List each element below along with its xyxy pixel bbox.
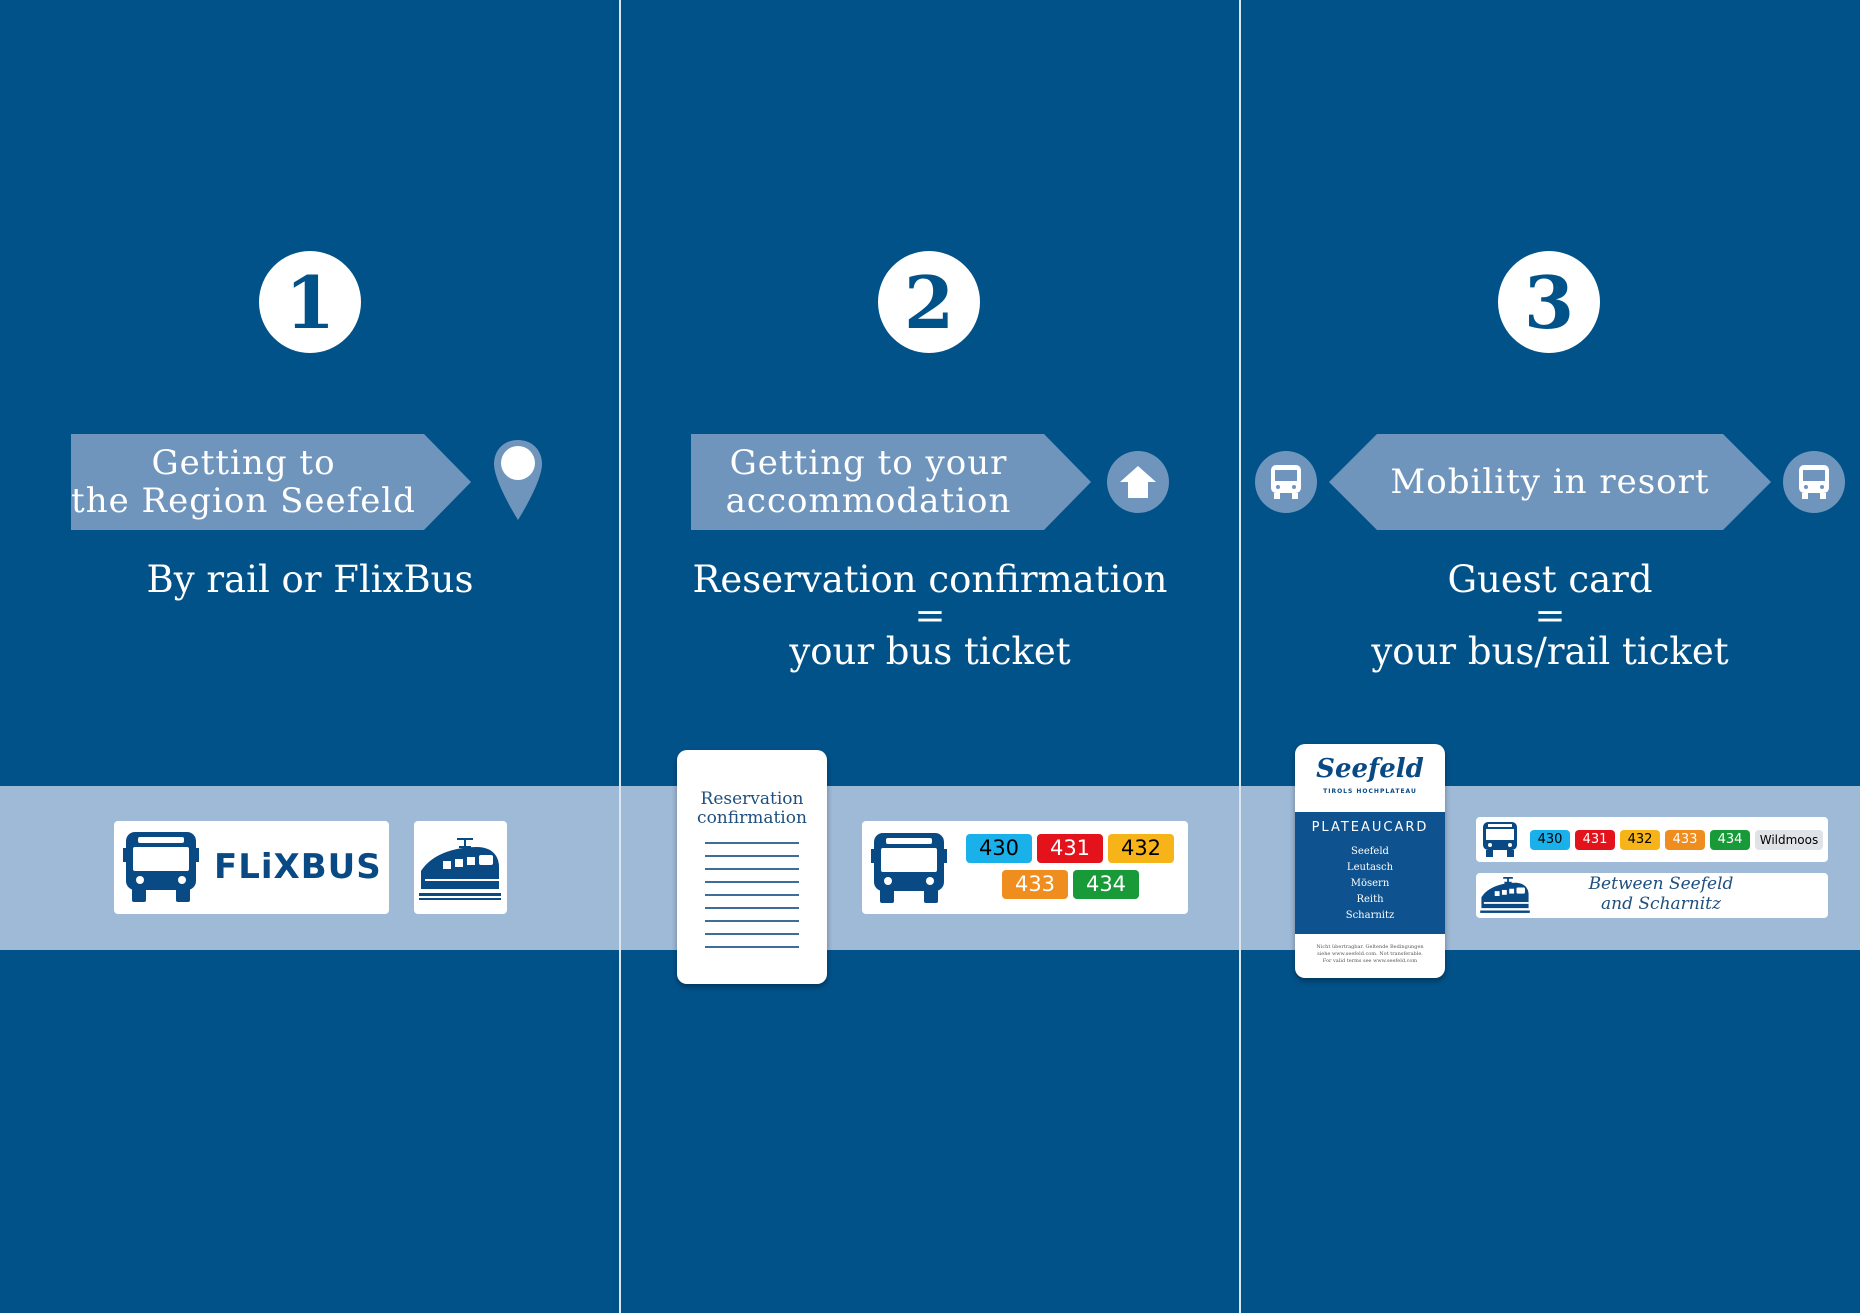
banner-line: Getting to your: [729, 443, 1008, 483]
banner-getting-to-region: Getting to the Region Seefeld: [71, 434, 471, 530]
caption-line: =: [1534, 594, 1566, 637]
route-432: 432: [1108, 834, 1174, 863]
caption-line: =: [914, 594, 946, 637]
column-divider: [1239, 0, 1241, 1315]
document-title: Reservation confirmation: [677, 790, 827, 828]
caption-line: your bus ticket: [789, 630, 1071, 673]
caption-line: your bus/rail ticket: [1371, 630, 1729, 673]
banner-getting-to-accommodation: Getting to your accommodation: [691, 434, 1091, 530]
route-434: 434: [1073, 870, 1139, 899]
banner-line: the Region Seefeld: [71, 481, 416, 521]
card-fine-line: For valid terms see www.seefeld.com: [1322, 958, 1418, 964]
banner-line: Getting to: [151, 443, 336, 483]
document-line: [705, 920, 799, 922]
card-blue-panel: PLATEAUCARD Seefeld Leutasch Mösern Reit…: [1295, 812, 1445, 934]
plateaucard-guest-card: Seefeld TIROLS HOCHPLATEAU PLATEAUCARD S…: [1295, 744, 1445, 978]
train-icon: [1479, 876, 1531, 916]
route-431: 431: [1037, 834, 1103, 863]
step-number-1: 1: [259, 251, 361, 353]
document-line: [705, 868, 799, 870]
card-subtitle: TIROLS HOCHPLATEAU: [1323, 788, 1417, 795]
banner-mobility-in-resort: Mobility in resort: [1329, 434, 1771, 530]
card-fine-line: siehe www.seefeld.com. Not transferable.: [1317, 951, 1423, 957]
card-fine-line: Nicht übertragbar. Geltende Bedingungen: [1316, 944, 1424, 950]
train-caption-line: Between Seefeld: [1588, 874, 1734, 894]
route-433: 433: [1665, 830, 1705, 850]
card-place: Mösern: [1350, 878, 1390, 889]
train-caption-line: and Scharnitz: [1601, 894, 1721, 914]
card-place: Scharnitz: [1345, 910, 1395, 921]
document-title-line: Reservation: [700, 789, 804, 809]
banner-arrow-shape: [71, 434, 471, 530]
document-line: [705, 933, 799, 935]
bus-icon: [871, 831, 947, 905]
card-place: Reith: [1356, 894, 1384, 905]
column-divider: [619, 0, 621, 1315]
card-fine-print: Nicht übertragbar. Geltende Bedingungen …: [1303, 944, 1437, 965]
card-name: PLATEAUCARD: [1311, 820, 1429, 835]
resort-train-box: [1476, 873, 1828, 918]
bus-icon: [1255, 451, 1317, 513]
document-title-line: confirmation: [697, 808, 807, 828]
house-icon: [1107, 451, 1169, 513]
flixbus-box: FLiXBUS: [114, 821, 389, 914]
train-box: [414, 821, 507, 914]
banner-line: Mobility in resort: [1390, 462, 1710, 502]
banner-line: accommodation: [725, 481, 1012, 521]
caption-line: Reservation confirmation: [692, 558, 1168, 601]
document-line: [705, 855, 799, 857]
bus-lines-box: 430 431 432 433 434: [862, 821, 1188, 914]
document-line: [705, 907, 799, 909]
step-number-2: 2: [878, 251, 980, 353]
route-430: 430: [1530, 830, 1570, 850]
document-line: [705, 946, 799, 948]
bus-icon: [1480, 820, 1520, 860]
route-433: 433: [1002, 870, 1068, 899]
route-430: 430: [966, 834, 1032, 863]
step-number-3: 3: [1498, 251, 1600, 353]
banner-arrow-shape: [691, 434, 1091, 530]
caption-step-1: By rail or FlixBus: [0, 558, 620, 601]
route-432: 432: [1620, 830, 1660, 850]
card-places: Seefeld Leutasch Mösern Reith Scharnitz: [1295, 844, 1445, 924]
document-line: [705, 881, 799, 883]
card-place: Seefeld: [1351, 846, 1389, 857]
train-icon: [417, 837, 503, 901]
caption-step-3: Guest card = your bus/rail ticket: [1240, 558, 1860, 673]
card-place: Leutasch: [1346, 862, 1394, 873]
bus-icon: [123, 830, 199, 904]
route-wildmoos: Wildmoos: [1755, 830, 1823, 850]
resort-bus-lines-box: 430 431 432 433 434 Wildmoos: [1476, 817, 1828, 862]
document-line: [705, 894, 799, 896]
reservation-document: Reservation confirmation: [677, 750, 827, 984]
seefeld-logo: Seefeld: [1316, 754, 1424, 784]
caption-step-2: Reservation confirmation = your bus tick…: [620, 558, 1240, 673]
caption-line: Guest card: [1447, 558, 1653, 601]
location-pin-icon: [492, 438, 544, 522]
caption-line: By rail or FlixBus: [146, 558, 474, 601]
flixbus-logo: FLiXBUS: [214, 847, 382, 887]
document-line: [705, 842, 799, 844]
route-434: 434: [1710, 830, 1750, 850]
banner-arrow-shape: [1329, 434, 1771, 530]
route-431: 431: [1575, 830, 1615, 850]
train-route-caption: Between Seefeld and Scharnitz: [1485, 874, 1837, 914]
bottom-border: [0, 1313, 1860, 1315]
bus-icon: [1783, 451, 1845, 513]
